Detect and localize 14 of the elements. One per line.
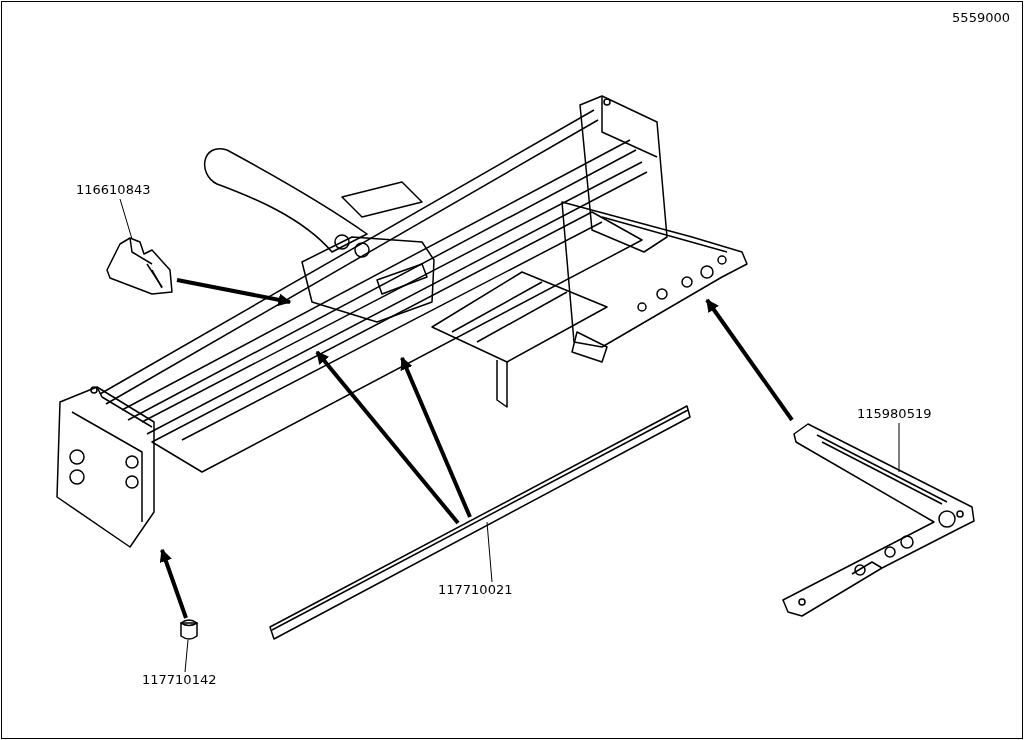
arrow [705, 298, 794, 422]
leader-line [486, 521, 493, 583]
part-number: 117710142 [142, 672, 217, 688]
arrow [315, 350, 460, 525]
arrow [400, 356, 472, 518]
leader-line [184, 639, 189, 673]
part-number: 117710021 [438, 582, 513, 598]
leader-line [119, 198, 133, 240]
part-number: 116610843 [76, 182, 151, 198]
part-number: 115980519 [857, 406, 932, 422]
arrow [176, 278, 292, 307]
arrow [159, 548, 188, 619]
drawing-number: 5559000 [952, 10, 1010, 26]
leader-line [898, 422, 900, 473]
